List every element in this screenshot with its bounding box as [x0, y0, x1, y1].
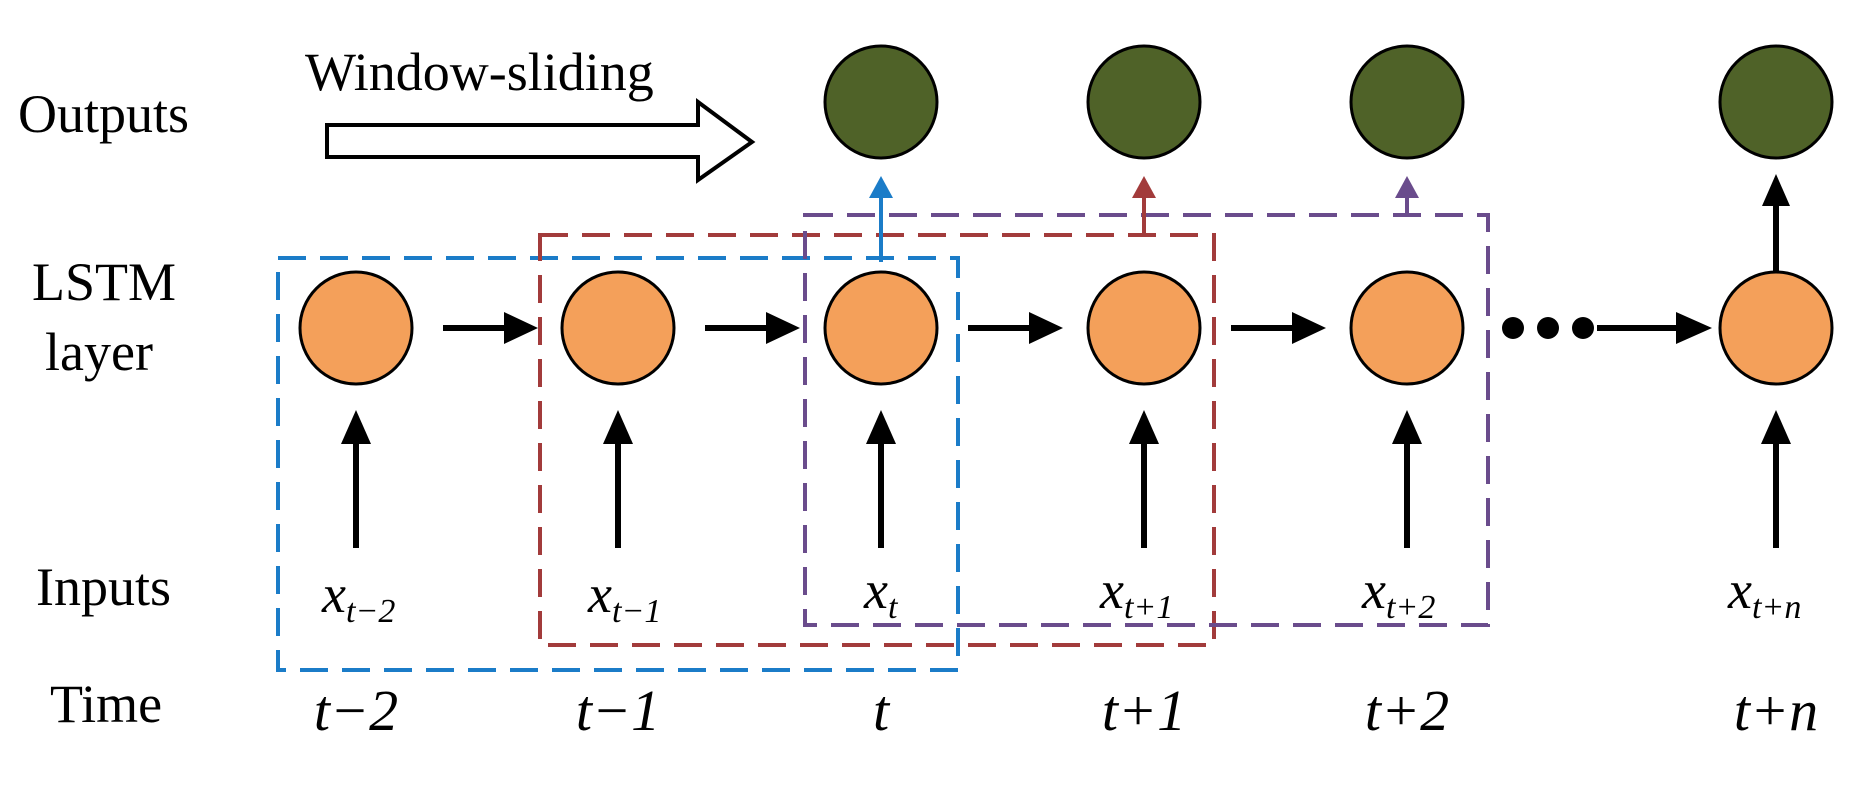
- window-1-output-arrow: [869, 176, 893, 262]
- input-arrow: [1392, 410, 1422, 548]
- input-arrow: [866, 410, 896, 548]
- time-label: t+2: [1365, 678, 1449, 743]
- window-box-1: [276, 256, 960, 672]
- ellipsis-dots: [1502, 317, 1594, 339]
- lstm-node: [298, 270, 414, 386]
- recurrent-arrow: [443, 312, 538, 344]
- recurrent-arrow: [1231, 312, 1326, 344]
- window-box-3: [803, 213, 1490, 627]
- time-label: t−1: [576, 678, 660, 743]
- input-label: xt+2: [1361, 560, 1435, 626]
- lstm-node: [1349, 270, 1465, 386]
- row-label-time: Time: [50, 674, 162, 734]
- input-arrow: [603, 410, 633, 548]
- input-arrow: [1129, 410, 1159, 548]
- row-label-outputs: Outputs: [18, 84, 189, 144]
- lstm-node: [823, 270, 939, 386]
- output-node: [1086, 44, 1202, 160]
- output-node: [823, 44, 939, 160]
- recurrent-arrow: [1597, 312, 1712, 344]
- time-label: t: [873, 678, 891, 743]
- input-label: xt−1: [587, 564, 661, 630]
- row-label-layer: layer: [45, 322, 153, 382]
- lstm-node: [1086, 270, 1202, 386]
- input-label: xt−2: [321, 564, 395, 630]
- lstm-node: [1718, 270, 1834, 386]
- output-node: [1349, 44, 1465, 160]
- time-label: t−2: [314, 678, 398, 743]
- input-label: xt: [863, 560, 899, 626]
- recurrent-arrow: [968, 312, 1063, 344]
- recurrent-arrow: [705, 312, 800, 344]
- window-3-output-arrow: [1395, 176, 1419, 217]
- window-box-2: [538, 233, 1216, 647]
- row-label-lstm: LSTM: [32, 252, 176, 312]
- input-label: xt+1: [1099, 560, 1173, 626]
- input-arrow: [1761, 410, 1791, 548]
- output-node: [1718, 44, 1834, 160]
- last-output-arrow: [1762, 174, 1790, 282]
- window-sliding-arrow-icon: [325, 98, 756, 184]
- time-label: t+1: [1102, 678, 1186, 743]
- window-sliding-label: Window-sliding: [305, 42, 654, 102]
- input-label: xt+n: [1727, 560, 1801, 626]
- window-2-output-arrow: [1132, 176, 1156, 237]
- row-label-inputs: Inputs: [36, 557, 171, 617]
- input-arrow: [341, 410, 371, 548]
- time-label: t+n: [1734, 678, 1818, 743]
- lstm-node: [560, 270, 676, 386]
